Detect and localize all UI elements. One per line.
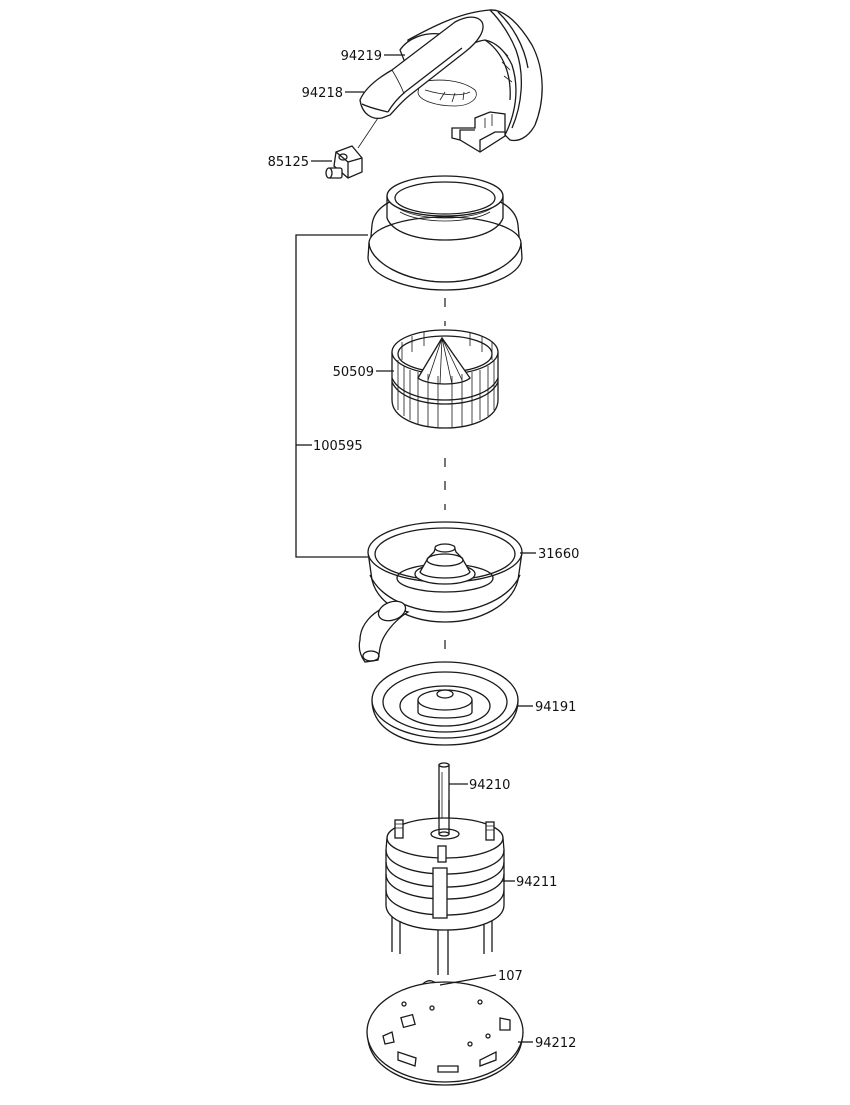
part-label-100595: 100595 — [313, 439, 363, 454]
part-label-94218: 94218 — [302, 86, 343, 101]
part-label-85125: 85125 — [268, 155, 309, 170]
part-label-94210: 94210 — [469, 778, 510, 793]
part-label-94191: 94191 — [535, 700, 576, 715]
motor-cover-drawing — [359, 9, 543, 153]
bowl-cover-drawing — [367, 175, 523, 291]
assembly-bracket — [295, 234, 368, 558]
motor-drawing — [385, 800, 505, 975]
strainer-basket-drawing — [391, 329, 499, 429]
part-label-31660: 31660 — [538, 547, 579, 562]
switch-drawing — [325, 117, 379, 179]
splash-shield-drawing — [371, 661, 519, 746]
part-label-94219: 94219 — [341, 49, 382, 64]
part-label-50509: 50509 — [333, 365, 374, 380]
leader-lines — [296, 54, 536, 1043]
part-label-107: 107 — [498, 969, 523, 984]
base-plate-drawing — [366, 981, 524, 1086]
juice-bowl-drawing — [358, 521, 523, 663]
part-label-94211: 94211 — [516, 875, 557, 890]
part-label-94212: 94212 — [535, 1036, 576, 1051]
